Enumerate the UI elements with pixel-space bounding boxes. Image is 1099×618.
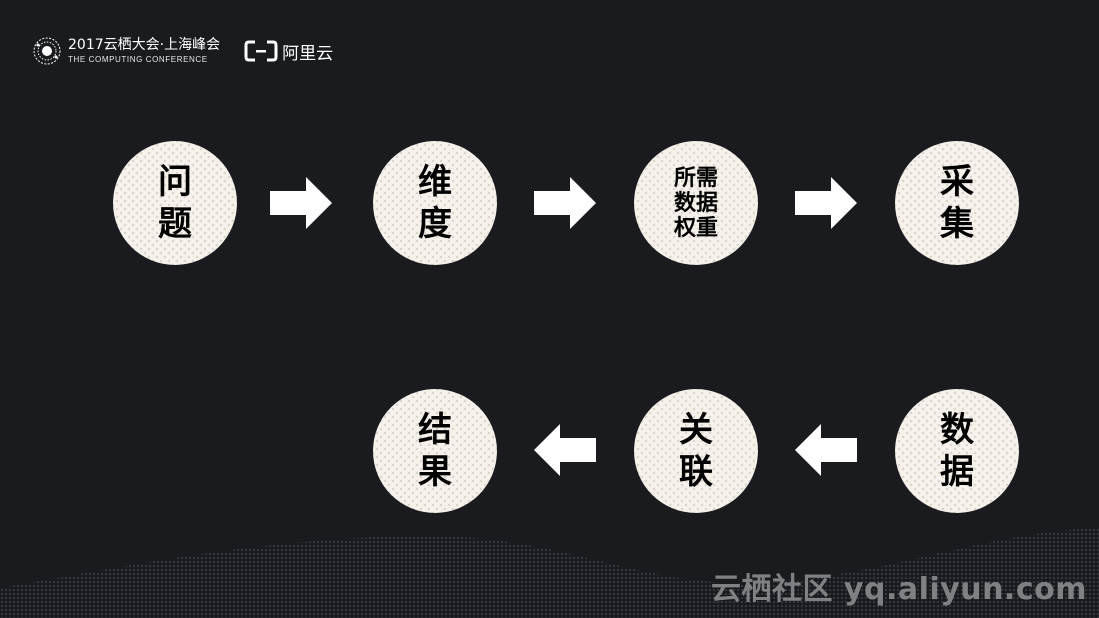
aliyun-logo: 阿里云 (244, 39, 333, 64)
conference-subtitle: THE COMPUTING CONFERENCE (68, 55, 208, 64)
step-node-dimension: 维度 (373, 141, 497, 265)
step-label: 关联 (679, 410, 713, 492)
dotted-wave-decoration (0, 528, 1099, 618)
arrow-right-icon (795, 177, 857, 229)
watermark: 云栖社区 yq.aliyun.com (710, 572, 1087, 607)
arrow-left-icon (534, 424, 596, 476)
step-node-correlation: 关联 (634, 389, 758, 513)
step-node-question: 问题 (113, 141, 237, 265)
brand-name: 阿里云 (282, 43, 334, 64)
conference-title: 2017云栖大会·上海峰会 (68, 37, 221, 53)
step-label: 问题 (158, 162, 192, 244)
step-label: 结果 (418, 410, 452, 492)
step-node-collection: 采集 (895, 141, 1019, 265)
step-node-data-weights: 所需数据权重 (634, 141, 758, 265)
aliyun-bracket-icon (244, 40, 278, 62)
conference-logo: 2017云栖大会·上海峰会 THE COMPUTING CONFERENCE (32, 36, 220, 66)
globe-icon (33, 37, 61, 65)
step-node-data: 数据 (895, 389, 1019, 513)
step-label: 采集 (940, 162, 974, 244)
step-label: 所需数据权重 (673, 165, 718, 241)
arrow-right-icon (534, 177, 596, 229)
step-label: 维度 (418, 162, 452, 244)
arrow-right-icon (270, 177, 332, 229)
arrow-left-icon (795, 424, 857, 476)
step-node-result: 结果 (373, 389, 497, 513)
slide-header: 2017云栖大会·上海峰会 THE COMPUTING CONFERENCE 阿… (32, 36, 333, 66)
step-label: 数据 (940, 410, 974, 492)
